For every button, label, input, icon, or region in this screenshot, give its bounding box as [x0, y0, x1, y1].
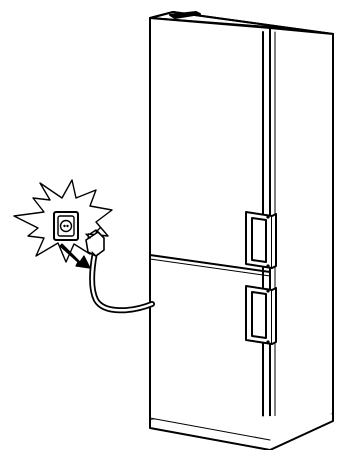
door-split-line-2 [149, 258, 271, 277]
plug-icon [85, 227, 105, 257]
fridge-plinth [149, 413, 334, 450]
plinth-line [149, 417, 271, 441]
lower-door-handle [245, 285, 277, 345]
power-cord [89, 249, 155, 314]
top-control-strip [169, 11, 201, 19]
wall-socket-icon [53, 211, 79, 241]
insert-arrow-icon [59, 243, 91, 269]
upper-door-handle [245, 211, 277, 269]
fridge-side [269, 27, 334, 443]
power-cord-inner [90, 250, 154, 312]
door-split-line [149, 254, 271, 273]
fridge-freezer-icon [149, 11, 334, 450]
